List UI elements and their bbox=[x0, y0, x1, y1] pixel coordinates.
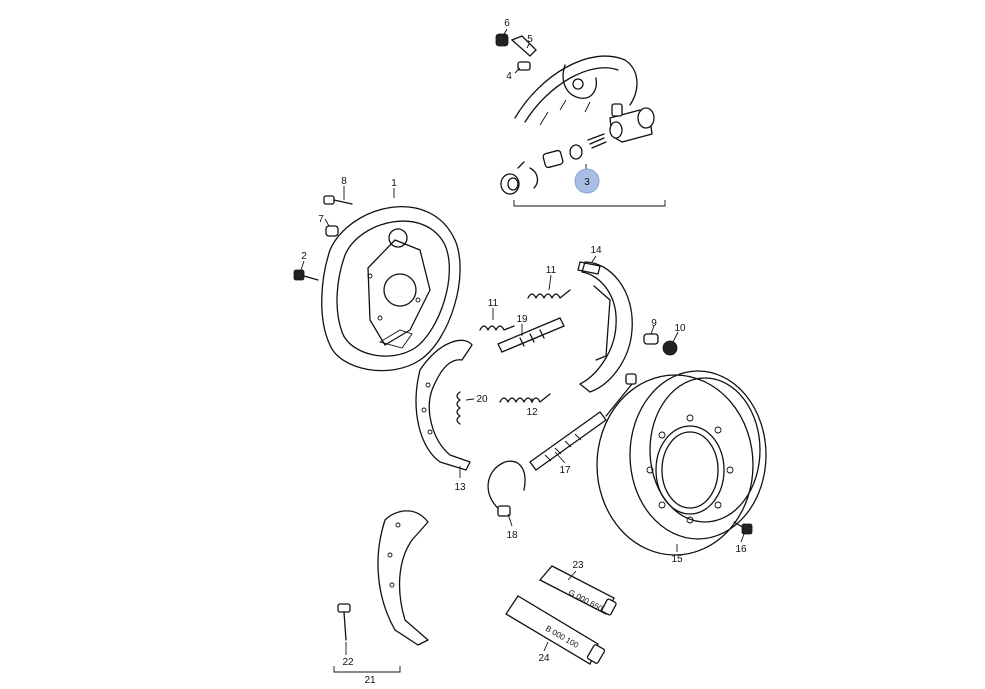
wheel-cylinder-parts bbox=[500, 133, 607, 195]
callout-10[interactable]: 10 bbox=[674, 323, 686, 334]
callout-14[interactable]: 14 bbox=[590, 245, 602, 256]
callout-5[interactable]: 5 bbox=[527, 34, 533, 45]
backing-plate-bolts bbox=[293, 195, 353, 281]
callout-7[interactable]: 7 bbox=[318, 214, 324, 225]
callout-23[interactable]: 23 bbox=[572, 560, 584, 571]
callout-15[interactable]: 15 bbox=[671, 554, 683, 565]
callout-22[interactable]: 22 bbox=[342, 657, 354, 668]
brake-shoe-21 bbox=[377, 510, 429, 646]
pin-22 bbox=[337, 603, 351, 641]
grease-tube-23: G 000 650 bbox=[538, 565, 617, 616]
callout-13[interactable]: 13 bbox=[454, 482, 466, 493]
callout-20[interactable]: 20 bbox=[476, 394, 488, 405]
callout-3[interactable]: 3 bbox=[584, 177, 590, 188]
backing-plate bbox=[321, 206, 461, 372]
callout-11-upper[interactable]: 11 bbox=[546, 265, 557, 276]
callouts: 1 2 3 4 5 6 7 8 9 10 11 11 12 13 14 15 1… bbox=[301, 18, 747, 686]
adjuster-rod bbox=[497, 317, 565, 353]
leader-lines bbox=[300, 28, 745, 655]
part-10 bbox=[662, 340, 678, 356]
bleed-screw-parts bbox=[495, 33, 537, 71]
callout-3-highlight[interactable] bbox=[574, 168, 600, 194]
callout-6[interactable]: 6 bbox=[504, 18, 510, 29]
callout-12[interactable]: 12 bbox=[526, 407, 538, 418]
backing-plate-partial bbox=[514, 55, 638, 126]
part-9 bbox=[643, 333, 659, 345]
callout-2[interactable]: 2 bbox=[301, 251, 307, 262]
callout-1[interactable]: 1 bbox=[391, 178, 397, 189]
brake-drum bbox=[596, 370, 767, 556]
callout-21[interactable]: 21 bbox=[364, 675, 376, 686]
callout-16[interactable]: 16 bbox=[735, 544, 747, 555]
drum-screw bbox=[733, 521, 753, 535]
callout-18[interactable]: 18 bbox=[506, 530, 518, 541]
callout-8[interactable]: 8 bbox=[341, 176, 347, 187]
handbrake-cable bbox=[529, 373, 637, 471]
callout-17[interactable]: 17 bbox=[559, 465, 571, 476]
wheel-cylinder-body bbox=[609, 103, 655, 143]
retaining-ring bbox=[487, 460, 526, 517]
callout-4[interactable]: 4 bbox=[506, 71, 512, 82]
brake-shoe-13 bbox=[415, 339, 473, 471]
callout-11-lower[interactable]: 11 bbox=[488, 298, 499, 309]
brake-shoe-14 bbox=[577, 261, 633, 393]
springs bbox=[456, 289, 571, 425]
callout-19[interactable]: 19 bbox=[516, 314, 528, 325]
callout-9[interactable]: 9 bbox=[651, 318, 657, 329]
callout-24[interactable]: 24 bbox=[538, 653, 550, 664]
